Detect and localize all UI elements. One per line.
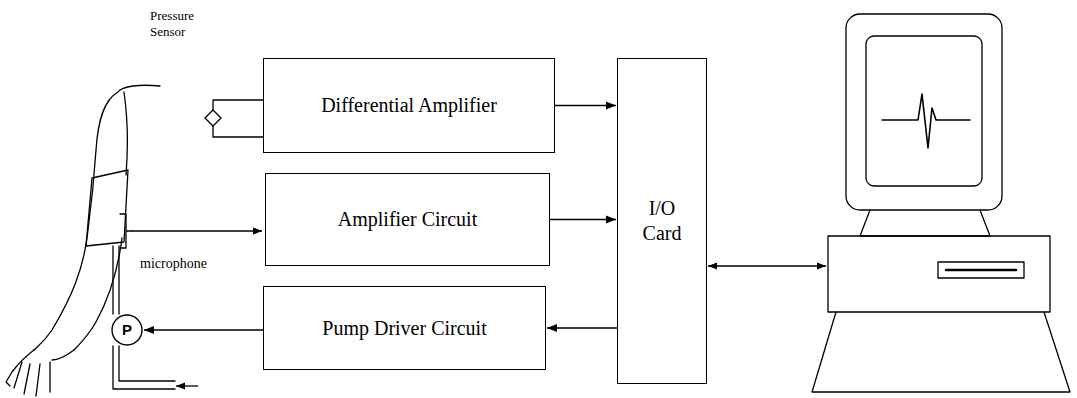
monitor [846, 14, 1002, 210]
system-unit [828, 236, 1050, 312]
data-bus-arrow [708, 265, 826, 266]
sensor-label: Pressure Sensor [150, 8, 210, 39]
arm-outline [34, 85, 160, 350]
ecg-trace [882, 94, 970, 148]
screen [866, 36, 982, 186]
signal-connector [144, 329, 263, 330]
sensor-wire [213, 100, 263, 137]
signal-connector [550, 219, 616, 220]
air-inlet-arrow [176, 385, 198, 386]
pressure-sensor-symbol [205, 110, 221, 126]
microphone-label: microphone [140, 256, 207, 273]
node-label: P [122, 321, 132, 340]
cuff [86, 170, 128, 246]
pump-circle: P [111, 314, 143, 346]
node-label: Amplifier Circuit [338, 207, 477, 232]
node-label: Differential Amplifier [321, 93, 497, 118]
monitor-stand [860, 210, 990, 236]
signal-connector [555, 105, 616, 106]
drive-slot [946, 269, 1016, 272]
amplifier-box: Differential Amplifier [263, 58, 555, 153]
microphone-symbol [120, 214, 132, 248]
keyboard [812, 312, 1070, 392]
pump-circle-outline [112, 315, 142, 345]
node-label: Pump Driver Circuit [322, 316, 486, 341]
hand [6, 350, 74, 396]
signal-arrow [132, 230, 262, 231]
node-label: I/O Card [636, 196, 688, 246]
signal-connector [547, 327, 617, 328]
amplifier-box: Amplifier Circuit [265, 173, 550, 266]
driver-box: Pump Driver Circuit [263, 286, 546, 370]
drive-slot [938, 262, 1024, 278]
io-card-box: I/O Card [617, 58, 707, 384]
